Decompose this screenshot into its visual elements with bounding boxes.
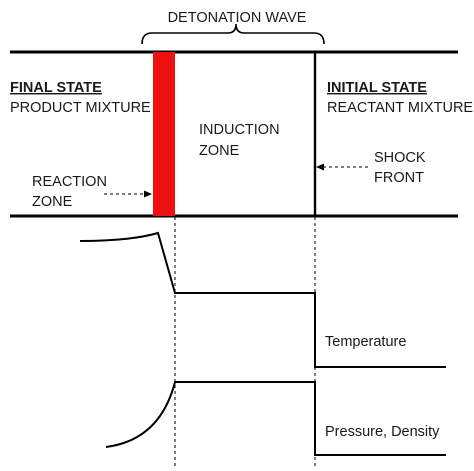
- induction-zone-label-line1: INDUCTION: [199, 122, 280, 138]
- pressure-density-label: Pressure, Density: [325, 424, 440, 440]
- reaction-zone-label-line1: REACTION: [32, 174, 107, 190]
- shock-front-arrowhead: [316, 163, 324, 171]
- reaction-zone-label-line2: ZONE: [32, 194, 73, 210]
- detonation-wave-label: DETONATION WAVE: [168, 10, 307, 26]
- pressure-density-profile: [105, 381, 446, 456]
- temperature-profile: [79, 231, 446, 368]
- final-state-subtitle: PRODUCT MIXTURE: [10, 100, 151, 116]
- detonation-wave-brace: [141, 23, 325, 45]
- initial-state-title: INITIAL STATE: [327, 80, 427, 96]
- shock-front-label-line2: FRONT: [374, 170, 424, 186]
- induction-zone-label-line2: ZONE: [199, 143, 240, 159]
- final-state-title: FINAL STATE: [10, 80, 102, 96]
- reaction-zone-band: [153, 52, 175, 216]
- initial-state-subtitle: REACTANT MIXTURE: [327, 100, 473, 116]
- reaction-zone-arrowhead: [144, 190, 152, 198]
- temperature-label: Temperature: [325, 334, 406, 350]
- shock-front-label-line1: SHOCK: [374, 150, 426, 166]
